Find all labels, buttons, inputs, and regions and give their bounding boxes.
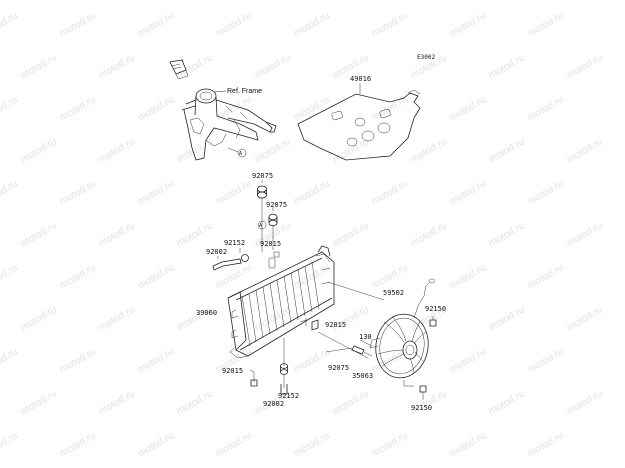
radiator-core — [227, 245, 335, 359]
frame-headstock-drawing — [169, 59, 277, 161]
fan-mount-screw — [351, 345, 373, 357]
part-label-92075-mid: 92075 — [266, 201, 288, 209]
part-label-92015-mid: 92015 — [325, 321, 347, 329]
part-label-92002-top: 92002 — [206, 248, 228, 256]
part-label-92002-bottom: 92002 — [263, 400, 285, 408]
part-label-35063: 35063 — [352, 372, 374, 380]
part-label-49016: 49016 — [350, 75, 372, 83]
part-label-92150-right: 92150 — [425, 305, 447, 313]
part-label-92075-bottom: 92075 — [328, 364, 350, 372]
callout-a-upper: A — [239, 151, 243, 157]
assembly-leader-lines — [317, 281, 385, 359]
callout-a-lower: A — [259, 223, 263, 229]
part-label-92150-bottom: 92150 — [411, 404, 433, 412]
radiator-shroud-plate — [297, 83, 421, 161]
ref-frame-label: Ref. Frame — [227, 88, 263, 95]
upper-mount-hardware — [212, 180, 280, 271]
part-label-92152-bottom: 92152 — [278, 392, 300, 400]
part-label-39060: 39060 — [196, 309, 218, 317]
cooling-fan-assembly — [369, 278, 437, 400]
part-label-59502: 59502 — [383, 289, 405, 297]
part-label-92075-top: 92075 — [252, 172, 274, 180]
lower-mount-hardware — [249, 318, 319, 395]
diagram-code: E3002 — [417, 54, 436, 61]
part-label-92152-top: 92152 — [224, 239, 246, 247]
part-label-92015-top: 92015 — [260, 240, 282, 248]
part-label-92015-bottom: 92015 — [222, 367, 244, 375]
part-label-130: 130 — [359, 333, 372, 341]
